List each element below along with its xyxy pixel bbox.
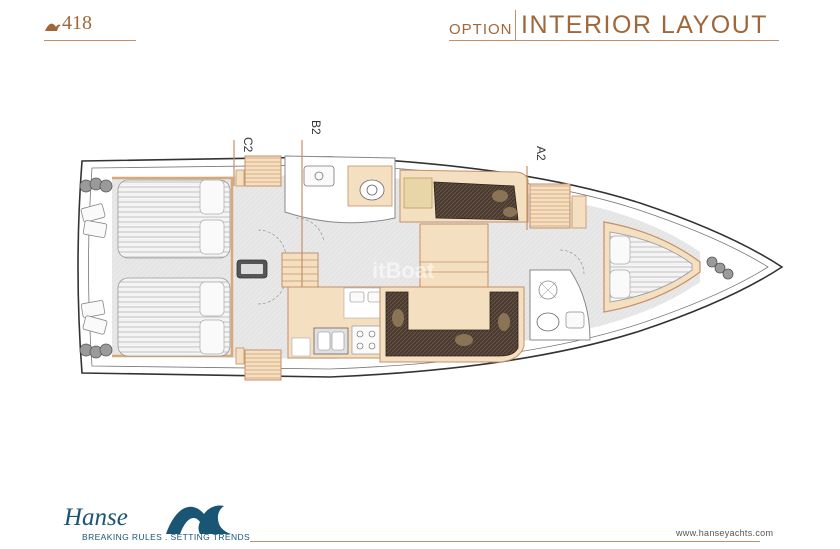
title-separator <box>515 10 516 40</box>
wave-logo-icon <box>166 505 232 534</box>
section-marker-b2: B2 <box>309 120 323 135</box>
option-label: OPTION <box>449 21 513 38</box>
wave-logo-icon <box>45 23 61 31</box>
companionway-stairs <box>281 252 319 288</box>
title-underline <box>449 40 779 41</box>
website-link[interactable]: www.hanseyachts.com <box>676 528 774 538</box>
header-divider <box>44 40 136 41</box>
layout-header: OPTION INTERIOR LAYOUT <box>449 6 779 42</box>
bow-fenders <box>706 256 734 280</box>
section-marker-a2: A2 <box>534 146 548 161</box>
brand-name: Hanse <box>64 504 128 531</box>
brand-tagline: BREAKING RULES . SETTING TRENDS <box>82 532 251 542</box>
model-number: 418 <box>62 12 92 34</box>
model-header: 418 <box>44 8 136 42</box>
watermark: itBoat <box>372 258 435 283</box>
section-marker-c2: C2 <box>241 137 255 153</box>
brand-logo: Hanse BREAKING RULES . SETTING TRENDS <box>60 492 250 547</box>
footer-divider <box>250 541 760 542</box>
page-title: INTERIOR LAYOUT <box>521 11 769 39</box>
aft-fenders <box>79 177 113 359</box>
forward-bed <box>609 231 693 303</box>
